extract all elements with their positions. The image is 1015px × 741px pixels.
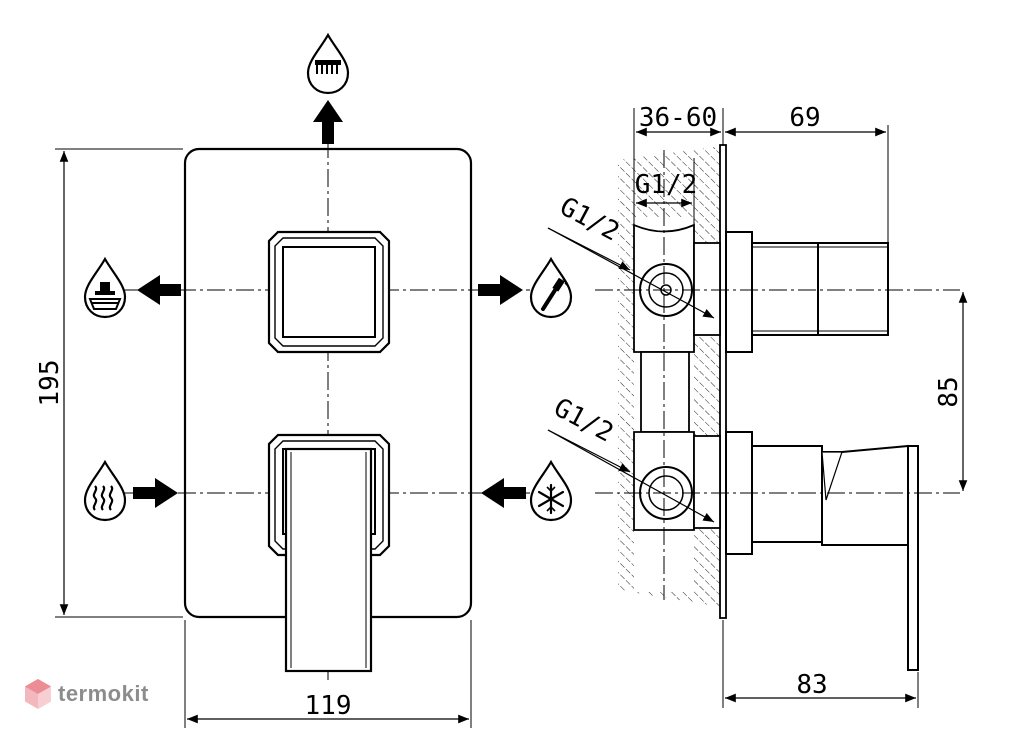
cold-water-icon [529, 460, 573, 522]
front-view: 195 119 [35, 33, 573, 728]
dimension-width: 119 [184, 620, 472, 728]
brand-name: termokit [58, 681, 149, 706]
diverter-knob-side [725, 231, 889, 353]
brand-hexagon-icon [25, 679, 51, 709]
diverter-knob [267, 230, 391, 354]
mixer-lever [267, 433, 391, 673]
dim-85-label: 85 [934, 376, 964, 407]
dimension-height: 195 [35, 148, 183, 618]
thread-top-label: G1/2 [635, 170, 698, 200]
hand-shower-icon [529, 257, 573, 319]
dim-83-label: 83 [796, 670, 827, 700]
dim-119-label: 119 [305, 691, 352, 721]
bath-spout-icon [83, 257, 127, 319]
dim-36-60-label: 36-60 [639, 103, 717, 133]
dim-69-label: 69 [789, 103, 820, 133]
flow-arrows [133, 100, 526, 508]
thread-side-upper-label: G1/2 [555, 192, 624, 248]
dim-195-label: 195 [35, 360, 65, 407]
brand-logo: termokit [24, 678, 149, 710]
hot-water-icon [83, 460, 127, 522]
overhead-shower-icon [306, 33, 350, 95]
side-view: G1/2 G1/2 G1/2 36-60 69 85 83 [547, 103, 968, 708]
thread-side-lower-label: G1/2 [549, 393, 618, 449]
mixer-lever-side [725, 431, 919, 671]
